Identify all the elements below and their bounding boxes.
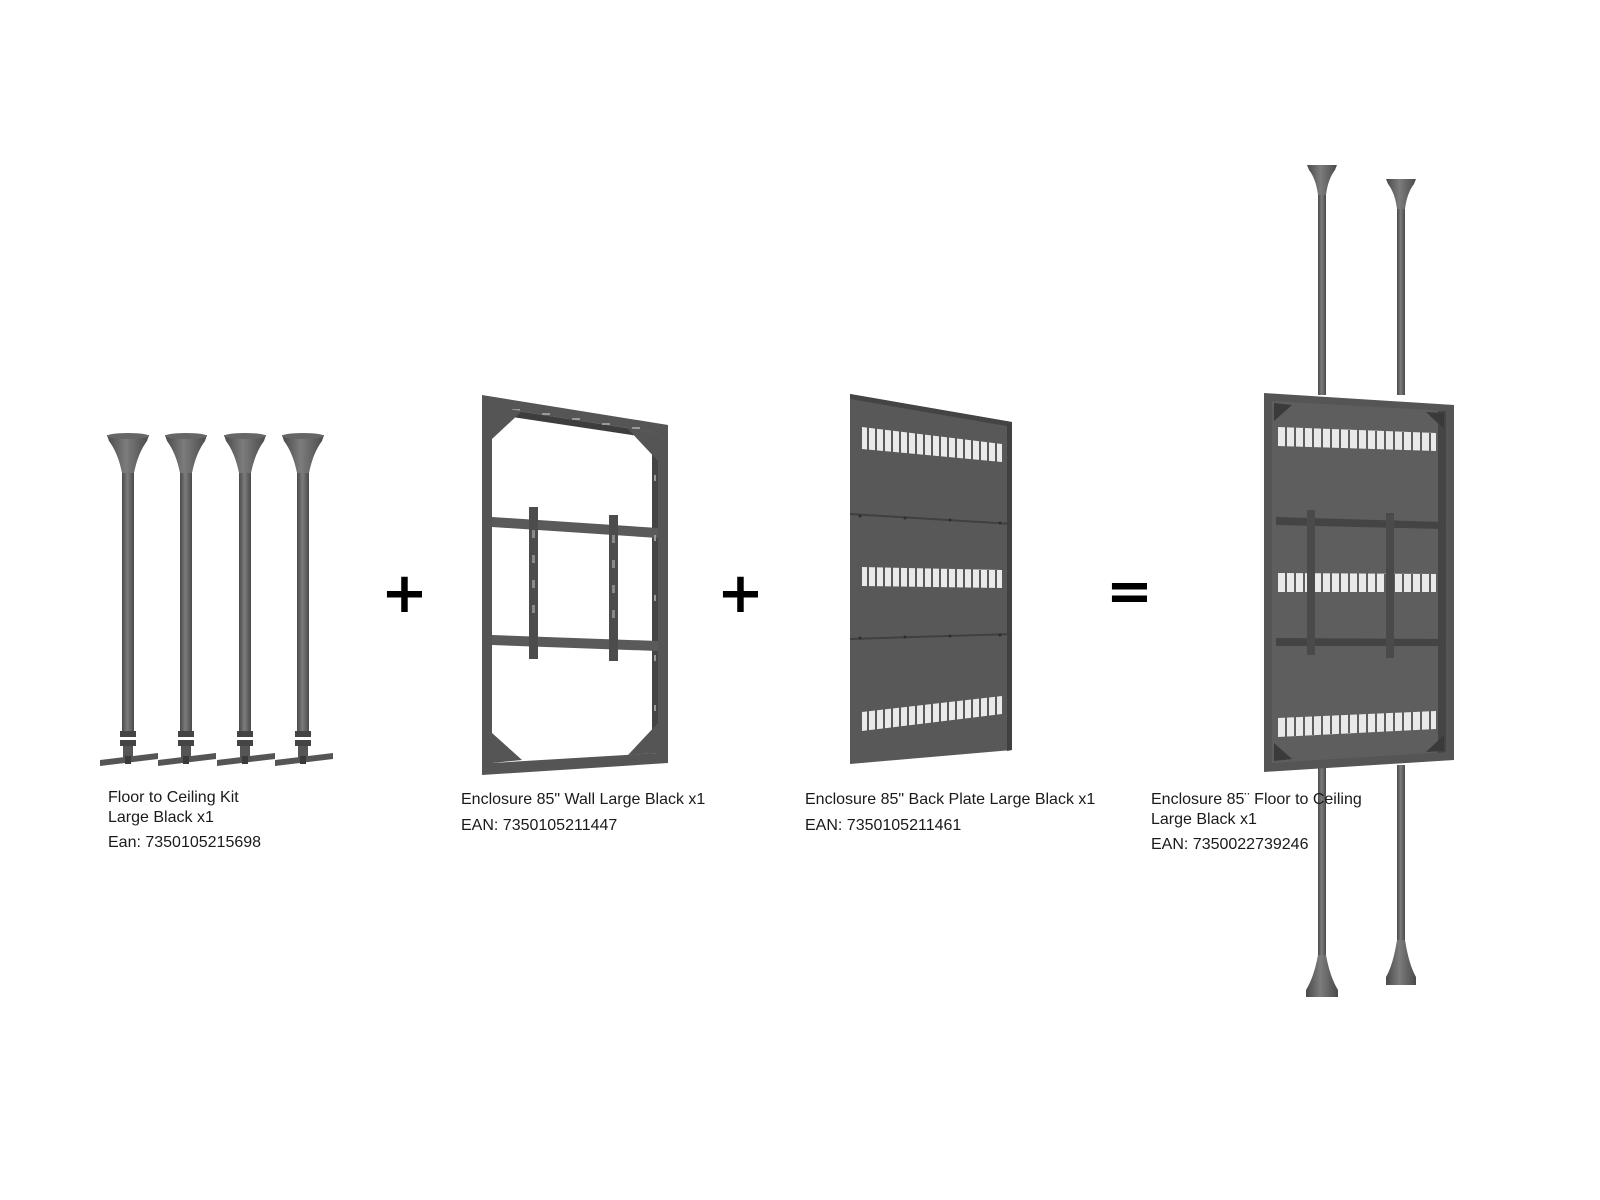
- product-ean: EAN: 7350105211447: [461, 816, 618, 834]
- product-name-line1: Enclosure 85" Wall Large Black x1: [461, 791, 706, 808]
- product-name-line1: Enclosure 85" Back Plate Large Black x1: [805, 791, 1096, 808]
- equals-operator: =: [1106, 559, 1153, 624]
- floor-to-ceiling-poles-icon: [100, 433, 333, 766]
- product-label-floor-kit: Floor to Ceiling Kit Large Black x1 Ean:…: [108, 788, 261, 853]
- product-label-back-plate: Enclosure 85" Back Plate Large Black x1 …: [805, 790, 1095, 835]
- back-plate-icon: [849, 394, 1013, 764]
- product-name-line2: Large Black x1: [1151, 810, 1257, 828]
- product-label-wall-frame: Enclosure 85" Wall Large Black x1 EAN: 7…: [461, 790, 705, 835]
- product-ean: EAN: 7350022739246: [1151, 836, 1309, 853]
- product-name-line1: Enclosure 85¨ Floor to Ceiling: [1151, 791, 1362, 808]
- product-ean: EAN: 7350105211461: [805, 816, 962, 834]
- product-name-line1: Floor to Ceiling Kit: [108, 789, 239, 806]
- product-label-assembled: Enclosure 85¨ Floor to Ceiling Large Bla…: [1151, 790, 1362, 855]
- plus-operator: +: [717, 561, 764, 626]
- plus-operator: +: [381, 561, 428, 626]
- product-ean: Ean: 7350105215698: [108, 834, 262, 851]
- assembled-enclosure-icon: [1264, 165, 1454, 997]
- product-name-line2: Large Black x1: [108, 808, 214, 826]
- wall-frame-icon: [482, 395, 668, 775]
